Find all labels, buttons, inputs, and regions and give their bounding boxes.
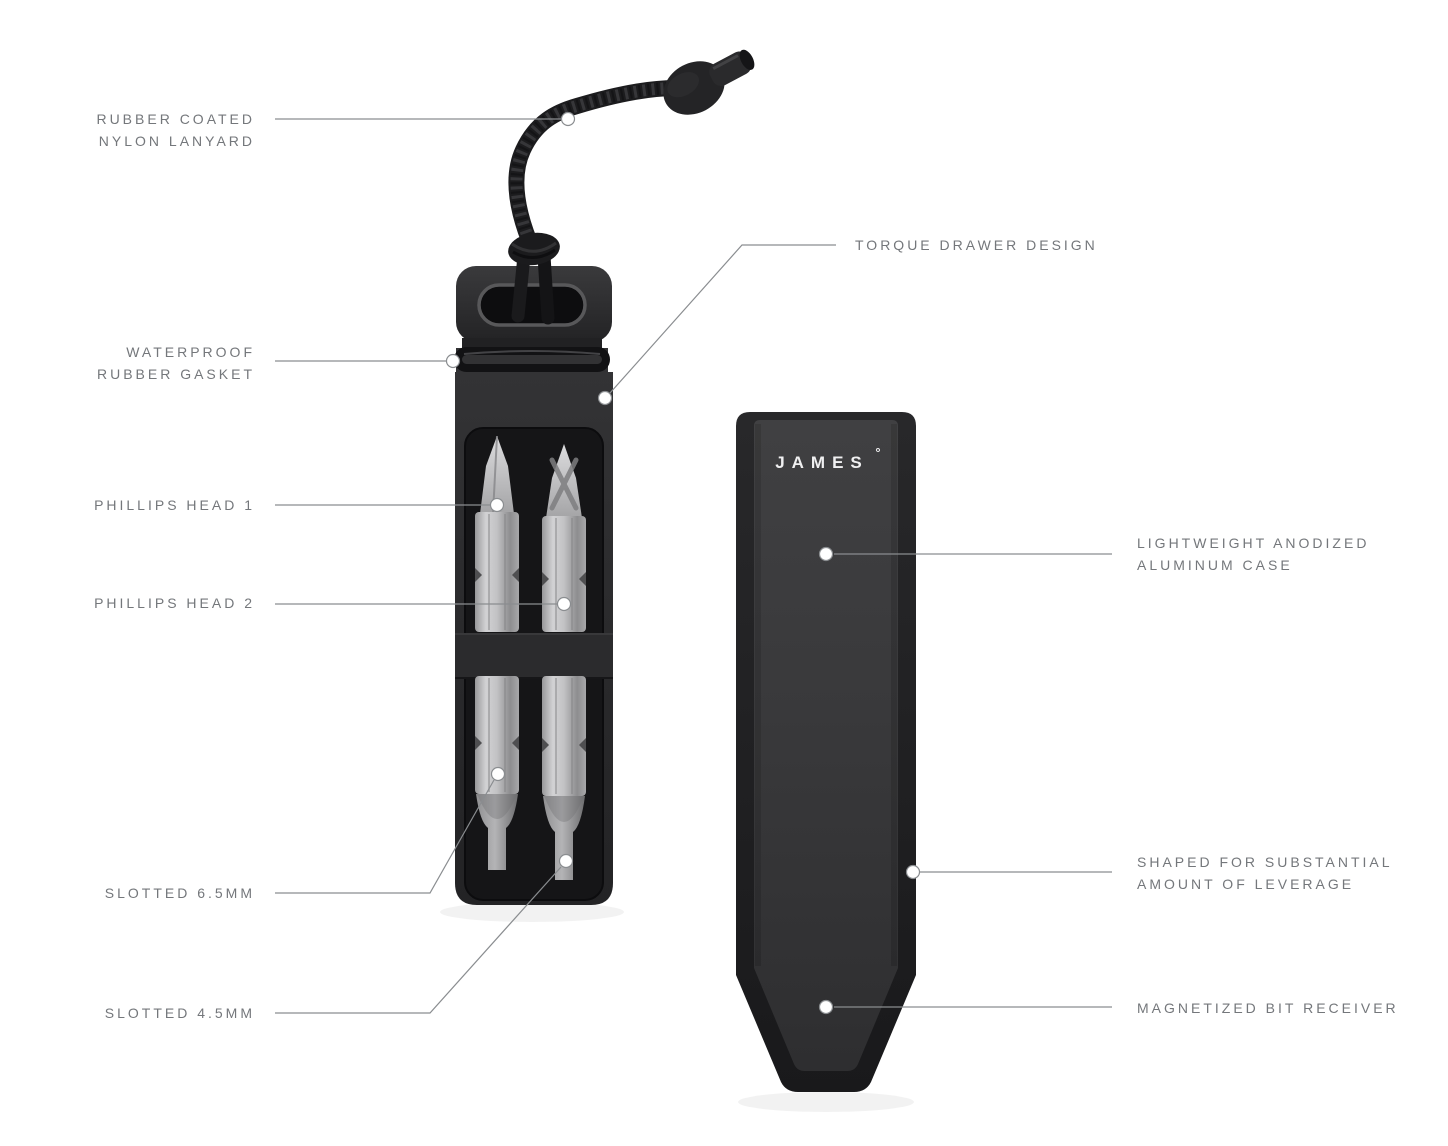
brand-name: JAMES	[775, 453, 869, 472]
marker-slotted45	[558, 853, 574, 869]
slotted-45-bit	[542, 676, 586, 880]
label-rubber-coated-nylon-lanyard: RUBBER COATED NYLON LANYARD	[96, 111, 255, 149]
marker-leverage	[905, 864, 921, 880]
brand-logo: JAMES °	[775, 445, 880, 472]
callout-line-slotted45	[275, 866, 562, 1014]
label-waterproof-rubber-gasket: WATERPROOF RUBBER GASKET	[96, 344, 255, 382]
callout-markers	[445, 111, 921, 1015]
lanyard-cord	[508, 49, 755, 266]
tool-shadow	[440, 902, 624, 922]
marker-torque	[597, 390, 613, 406]
label-slotted-4-5mm: SLOTTED 4.5MM	[104, 1005, 255, 1021]
torque-drawer-divider	[455, 633, 613, 679]
slotted-65-bit	[475, 676, 519, 870]
label-lightweight-anodized-aluminum-case: LIGHTWEIGHT ANODIZED ALUMINUM CASE	[1137, 535, 1370, 573]
gasket-highlight	[463, 350, 601, 355]
callout-line-torque	[609, 244, 836, 394]
lanyard-slot	[477, 283, 587, 327]
marker-phillips2	[556, 596, 572, 612]
callout-lines	[275, 118, 1112, 1014]
phillips-2-bit	[542, 444, 586, 632]
label-phillips-head-1: PHILLIPS HEAD 1	[94, 497, 255, 513]
closed-case: JAMES °	[736, 412, 916, 1092]
callout-line-slotted65	[275, 779, 495, 894]
label-torque-drawer-design: TORQUE DRAWER DESIGN	[855, 237, 1098, 253]
marker-magnet	[818, 999, 834, 1015]
label-phillips-head-2: PHILLIPS HEAD 2	[94, 595, 255, 611]
label-slotted-6-5mm: SLOTTED 6.5MM	[104, 885, 255, 901]
lanyard-strand	[511, 249, 531, 323]
lanyard-rubber-tip	[663, 49, 755, 115]
marker-phillips1	[489, 497, 505, 513]
marker-gasket	[445, 353, 461, 369]
label-magnetized-bit-receiver: MAGNETIZED BIT RECEIVER	[1137, 1000, 1399, 1016]
label-shaped-for-leverage: SHAPED FOR SUBSTANTIAL AMOUNT OF LEVERAG…	[1137, 854, 1393, 892]
brand-degree-mark: °	[875, 445, 880, 460]
marker-case	[818, 546, 834, 562]
marker-slotted65	[490, 766, 506, 782]
case-shadow	[738, 1092, 914, 1112]
lanyard-strand	[537, 249, 555, 325]
marker-lanyard	[560, 111, 576, 127]
lanyard-knot	[508, 232, 560, 266]
phillips-1-bit	[475, 435, 519, 632]
case-panel	[754, 420, 898, 1071]
